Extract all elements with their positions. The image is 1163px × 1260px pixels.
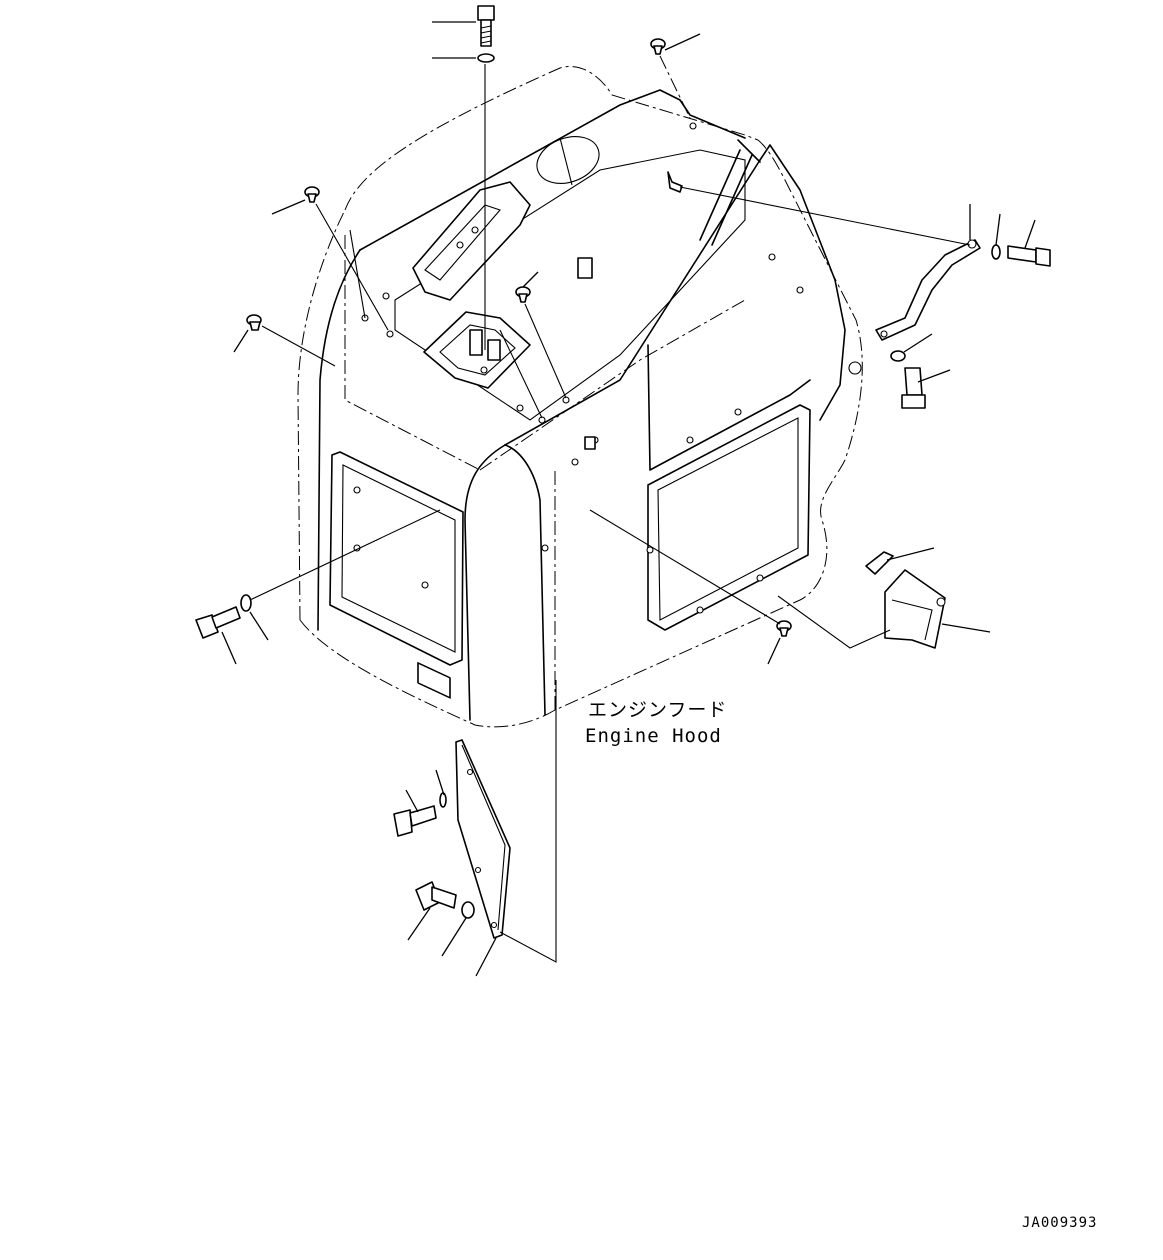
grommet-front <box>776 620 792 637</box>
stay-washer <box>991 244 1001 260</box>
grommet-top-left <box>304 186 320 203</box>
leader-lower-bracket <box>475 937 497 977</box>
side-bolt <box>901 367 926 409</box>
leader-front-left-washer <box>249 611 269 641</box>
leader-front-left-bolt <box>221 631 237 665</box>
small-clip <box>667 171 683 193</box>
leader-grommet-left <box>233 329 249 353</box>
right-side-opening <box>646 344 811 631</box>
front-left-bolt <box>195 606 241 639</box>
grommet-center <box>515 286 531 303</box>
leader-holder-clip <box>886 547 935 561</box>
leader-grommet-top-left <box>271 199 306 215</box>
lower-washer-upper <box>439 792 447 808</box>
top-washer <box>477 53 495 63</box>
leader-side-washer <box>903 333 933 353</box>
leader-grommet-center <box>522 271 539 288</box>
leader-lower-washer-lower <box>441 917 467 957</box>
leader-lower-bolt-upper <box>405 789 419 813</box>
engine-hood <box>297 66 863 728</box>
stay-bracket <box>875 239 981 341</box>
stay-bolt <box>1007 245 1051 267</box>
leader-grommet-front <box>767 637 781 665</box>
leader-holder-box <box>941 623 991 633</box>
lower-bolt-upper <box>393 805 437 837</box>
latch-plate <box>423 311 531 389</box>
drawing-code: JA009393 <box>1022 1215 1097 1231</box>
grommet-top-right <box>650 38 666 55</box>
grommet-left <box>246 314 262 331</box>
top-bolt <box>477 5 495 47</box>
holder-box <box>865 551 946 649</box>
engine-hood-label-jp: エンジンフード <box>588 699 727 721</box>
front-left-washer <box>240 594 252 612</box>
lower-washer-lower <box>461 901 475 919</box>
engine-hood-label-en: Engine Hood <box>585 725 722 747</box>
top-bracket <box>577 257 593 279</box>
left-side-opening <box>329 451 464 699</box>
leader-lower-bolt-lower <box>407 907 431 941</box>
leader-grommet-top-right <box>664 33 701 51</box>
lower-bolt-lower <box>415 881 457 911</box>
leader-lower-washer-upper <box>435 769 445 796</box>
side-washer <box>890 350 906 362</box>
upper-cover-plate <box>412 181 531 301</box>
leader-side-bolt <box>917 369 951 383</box>
leader-stay-washer <box>995 213 1001 246</box>
leader-stay-bolt <box>1024 219 1036 249</box>
lower-cover-bracket <box>455 739 511 939</box>
